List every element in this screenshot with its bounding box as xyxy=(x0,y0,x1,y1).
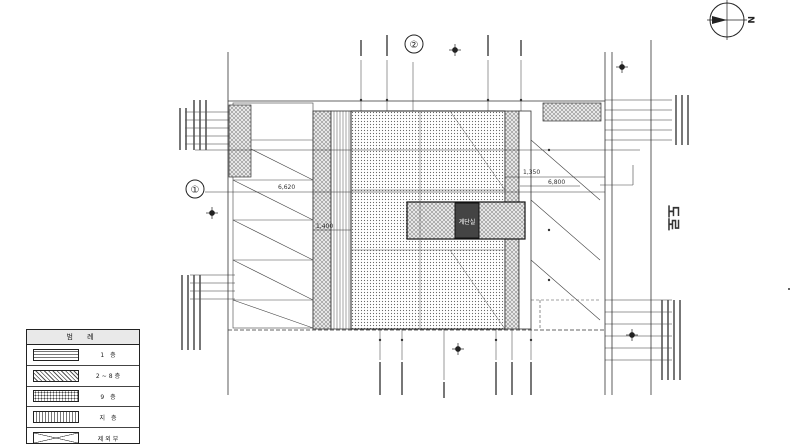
rotated-annotation-marks xyxy=(179,35,689,398)
legend-row: 지 층 xyxy=(27,407,139,429)
dimension-label: 6,800 xyxy=(548,179,565,186)
legend-row: 2~8층 xyxy=(27,366,139,387)
annotation-leaders xyxy=(185,60,672,380)
legend-label: 제외부 xyxy=(97,435,121,443)
legend-box: 범 례 1 층 2~8층 9 층 지 층 제외부 xyxy=(26,329,140,445)
stray-mark xyxy=(788,288,790,290)
north-arrow-icon: N xyxy=(707,0,755,40)
legend-swatch xyxy=(33,348,79,361)
leader-arrowheads xyxy=(359,98,551,342)
dimension-lines xyxy=(195,149,640,231)
survey-point-icon xyxy=(206,44,638,355)
elevator-box xyxy=(454,202,480,239)
grid-lines xyxy=(351,110,506,330)
legend-swatch xyxy=(33,411,79,424)
svg-text:N: N xyxy=(745,16,755,24)
section-marker: ② xyxy=(404,34,424,54)
legend-label: 9 층 xyxy=(100,393,118,401)
legend-row: 9 층 xyxy=(27,387,139,408)
legend-swatch xyxy=(33,390,79,403)
setback-area xyxy=(530,139,634,330)
svg-text:②: ② xyxy=(410,40,419,51)
dimension-label: 6,620 xyxy=(278,184,295,191)
legend-label: 1 층 xyxy=(100,352,118,360)
legend-label: 지 층 xyxy=(99,414,119,422)
dimension-label: 1,400 xyxy=(316,223,333,230)
planter-box xyxy=(228,104,252,178)
svg-text:①: ① xyxy=(191,185,200,196)
legend-swatch xyxy=(33,369,79,382)
legend-title: 범 례 xyxy=(27,330,139,345)
second-floor-band xyxy=(330,110,352,330)
corner-block xyxy=(542,102,602,122)
core-label: 계단실 xyxy=(459,218,476,226)
legend-swatch xyxy=(33,432,79,445)
ground-floor-strip xyxy=(312,110,332,330)
road-label: 도로 xyxy=(664,205,680,231)
legend-label: 2~8층 xyxy=(95,373,123,381)
legend-row: 1 층 xyxy=(27,345,139,366)
legend-row: 제외부 xyxy=(27,428,139,448)
dimension-label: 1,350 xyxy=(523,169,540,176)
site-boundary xyxy=(227,40,652,395)
section-marker: ① xyxy=(185,179,205,199)
